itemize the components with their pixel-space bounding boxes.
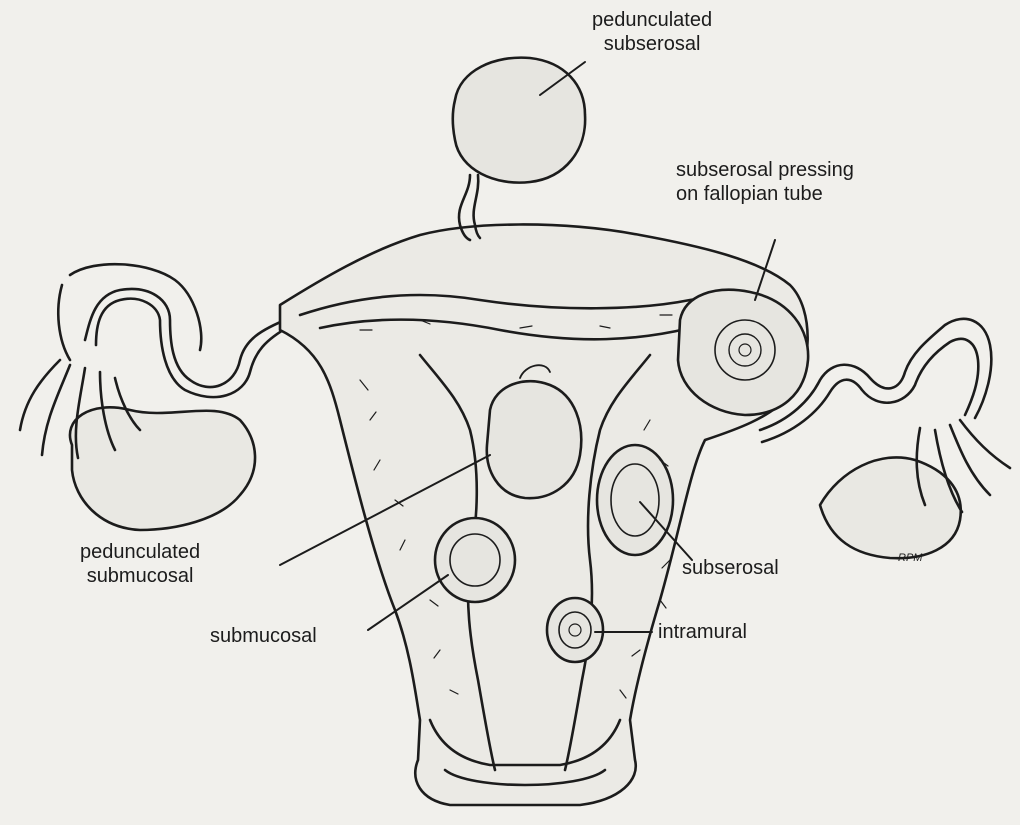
label-submucosal: submucosal: [210, 624, 317, 648]
label-pedunculated-submucosal: pedunculated submucosal: [80, 540, 200, 588]
label-pedunculated-subserosal: pedunculated subserosal: [592, 8, 712, 56]
artist-signature: RPM: [898, 552, 922, 564]
label-subserosal-pressing: subserosal pressing on fallopian tube: [676, 158, 854, 206]
submucosal-fibroid: [435, 518, 515, 602]
label-subserosal: subserosal: [682, 556, 779, 580]
label-intramural: intramural: [658, 620, 747, 644]
pedunculated-submucosal-fibroid: [487, 381, 581, 498]
left-fallopian-tube: [85, 289, 290, 387]
right-ovary: [820, 457, 961, 558]
left-ovary: [70, 407, 255, 530]
intramural-fibroid: [547, 598, 603, 662]
